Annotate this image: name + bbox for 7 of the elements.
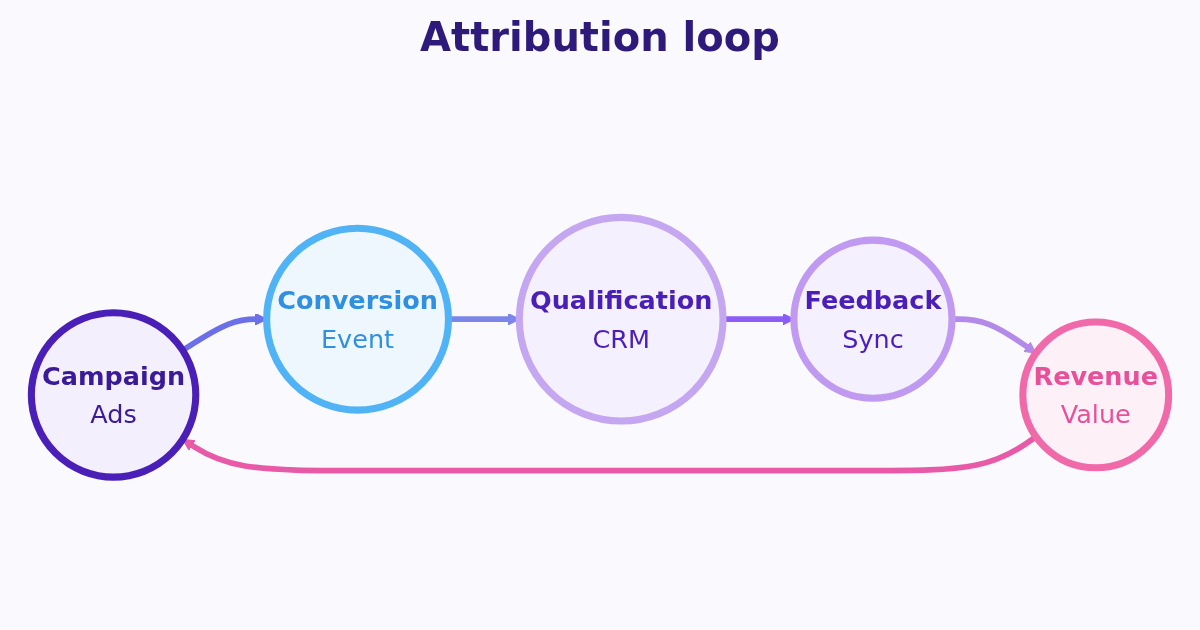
node-circle: Qualification CRM — [515, 214, 727, 425]
node-circle: Feedback Sync — [790, 236, 956, 403]
node-circle: Conversion Event — [263, 225, 452, 414]
diagram-title: Attribution loop — [419, 14, 781, 60]
arrow — [952, 316, 1037, 354]
node-circle: Campaign Ads — [27, 309, 200, 481]
node-circle: Revenue Value — [1019, 318, 1173, 472]
